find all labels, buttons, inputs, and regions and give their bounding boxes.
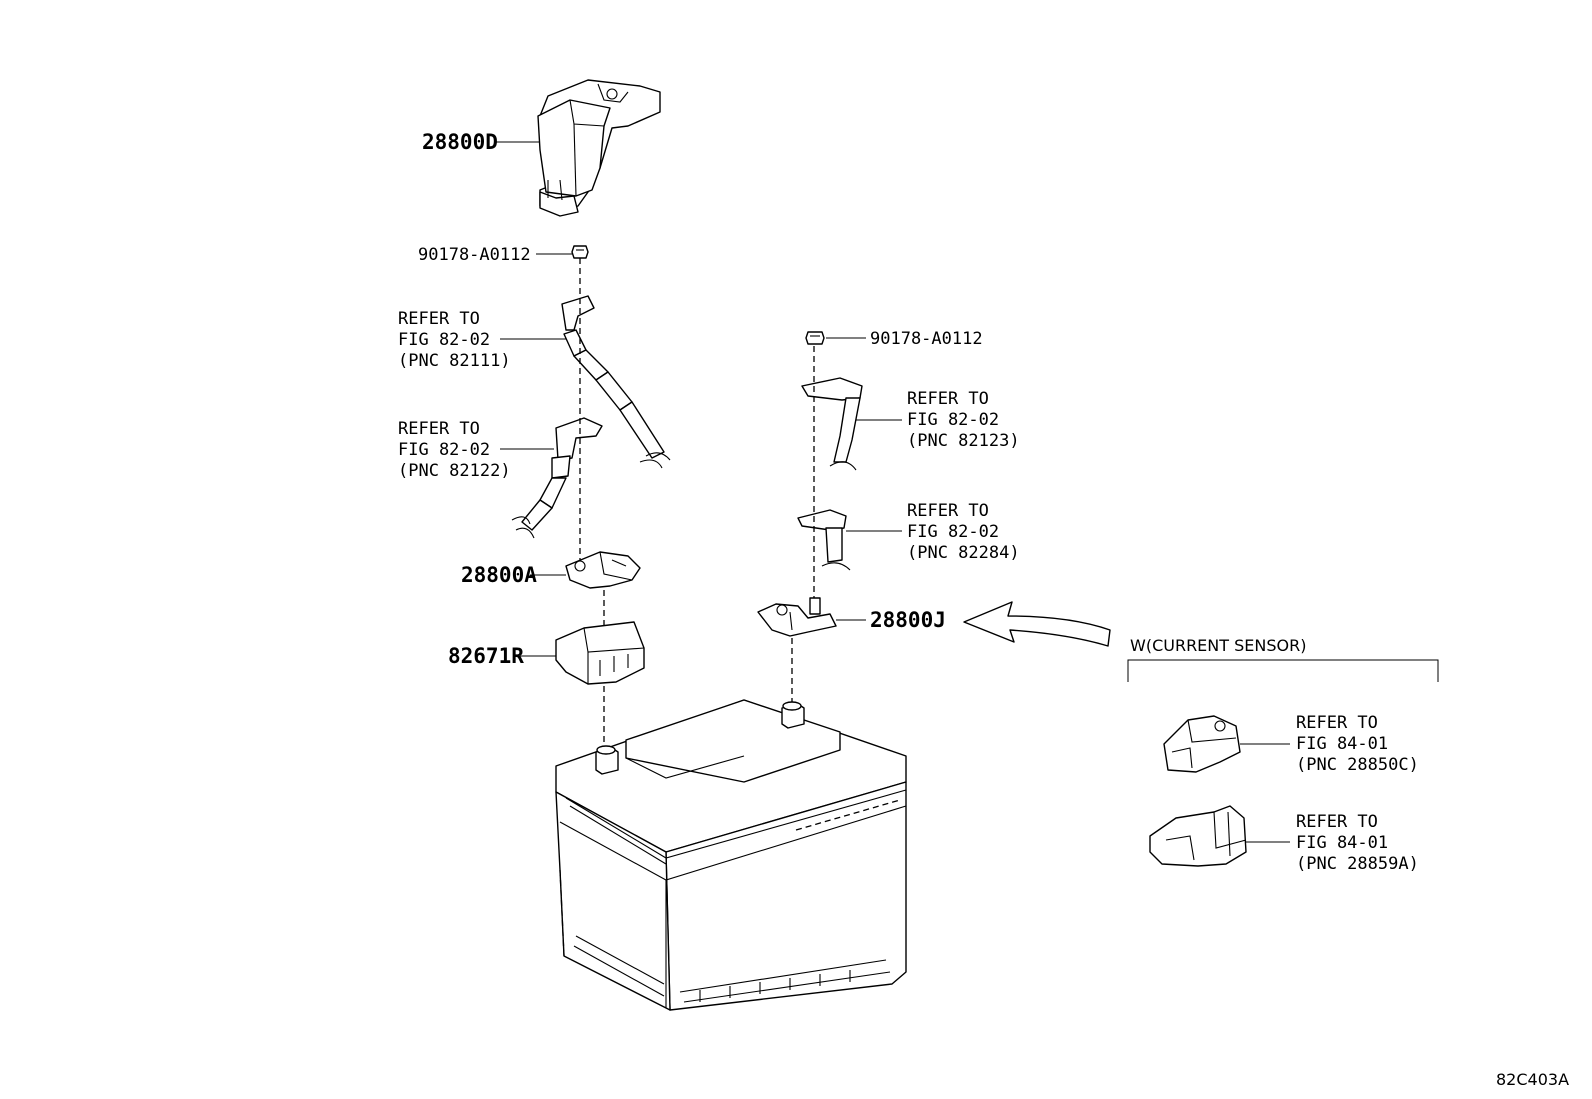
terminal-28800a[interactable]: [565, 551, 641, 589]
ref-28859a-line1: REFER TO: [1296, 812, 1378, 832]
sensor-28850c[interactable]: [1163, 715, 1241, 773]
cable-82122[interactable]: [511, 417, 603, 539]
ref-82123-line3: (PNC 82123): [907, 431, 1020, 451]
cover-82671r[interactable]: [555, 621, 645, 685]
terminal-cover-28800d[interactable]: [537, 79, 661, 217]
variant-label: W(CURRENT SENSOR): [1130, 636, 1306, 655]
ref-82111-line2: FIG 82-02: [398, 330, 490, 350]
cable-82284[interactable]: [797, 509, 851, 571]
nut-left[interactable]: [571, 245, 589, 259]
label-28800j: 28800J: [870, 608, 946, 632]
cable-82123[interactable]: [801, 377, 863, 471]
battery[interactable]: [555, 699, 907, 1011]
label-28800d: 28800D: [422, 130, 498, 154]
ref-82123-line1: REFER TO: [907, 389, 989, 409]
label-28800a: 28800A: [461, 563, 537, 587]
ref-28850c-line2: FIG 84-01: [1296, 734, 1388, 754]
ref-82122-line3: (PNC 82122): [398, 461, 511, 481]
ref-82122-line1: REFER TO: [398, 419, 480, 439]
ref-82111-line1: REFER TO: [398, 309, 480, 329]
terminal-28800j[interactable]: [757, 597, 837, 637]
ref-28859a-line2: FIG 84-01: [1296, 833, 1388, 853]
ref-28850c-line3: (PNC 28850C): [1296, 755, 1419, 775]
cable-82111[interactable]: [561, 295, 671, 469]
arrow-to-28800j-icon: [963, 601, 1111, 647]
label-82671r: 82671R: [448, 644, 524, 668]
ref-82123-line2: FIG 82-02: [907, 410, 999, 430]
ref-82284-line3: (PNC 82284): [907, 543, 1020, 563]
nut-right[interactable]: [805, 331, 825, 345]
ref-82284-line2: FIG 82-02: [907, 522, 999, 542]
figure-code: 82C403A: [1496, 1070, 1569, 1089]
ref-28859a-line3: (PNC 28859A): [1296, 854, 1419, 874]
ref-28850c-line1: REFER TO: [1296, 713, 1378, 733]
sensor-28859a[interactable]: [1149, 805, 1247, 867]
label-nut-right: 90178-A0112: [870, 329, 983, 349]
ref-82111-line3: (PNC 82111): [398, 351, 511, 371]
ref-82122-line2: FIG 82-02: [398, 440, 490, 460]
label-nut-left: 90178-A0112: [418, 245, 531, 265]
variant-bracket: [1127, 659, 1439, 682]
ref-82284-line1: REFER TO: [907, 501, 989, 521]
